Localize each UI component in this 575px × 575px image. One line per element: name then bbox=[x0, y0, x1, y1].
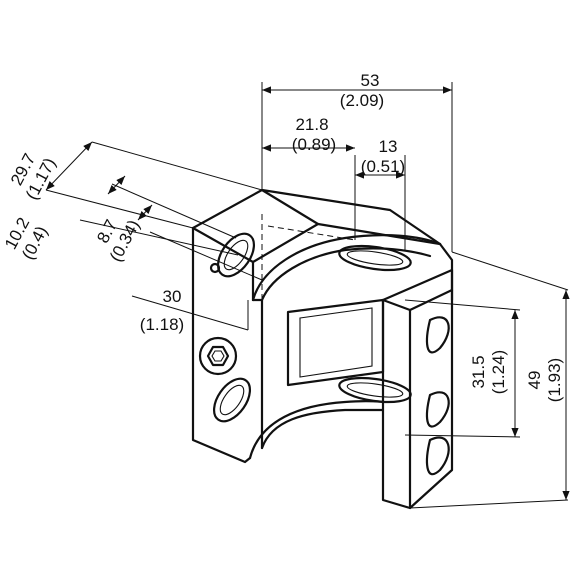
dimension-lines bbox=[45, 82, 570, 509]
dim-width-slot-mm: 21.8 bbox=[295, 115, 328, 134]
dim-height-slots-mm: 31.5 bbox=[469, 355, 488, 388]
dim-depth-offset: 10.2 (0.4) bbox=[1, 214, 51, 262]
dim-height-slots: 31.5 (1.24) bbox=[469, 350, 508, 394]
dim-height-slots-in: (1.24) bbox=[489, 350, 508, 394]
dim-slot-length-mm: 13 bbox=[379, 137, 398, 156]
dim-depth-slot: 8.7 (0.34) bbox=[93, 217, 143, 265]
dim-slot-length-in: (0.51) bbox=[361, 157, 405, 176]
dim-width-total-in: (2.09) bbox=[340, 91, 384, 110]
dim-height-total: 49 (1.93) bbox=[525, 358, 564, 402]
hex-screw-icon bbox=[198, 336, 238, 376]
dim-width-slot: 21.8 (0.89) bbox=[292, 115, 336, 154]
clamp-bracket-part bbox=[191, 188, 454, 510]
dim-side-offset: 30 (1.18) bbox=[140, 287, 184, 334]
dim-width-total: 53 (2.09) bbox=[340, 71, 384, 110]
dim-width-slot-in: (0.89) bbox=[292, 135, 336, 154]
dim-side-offset-mm: 30 bbox=[163, 287, 182, 306]
dim-side-offset-in: (1.18) bbox=[140, 315, 184, 334]
dim-slot-length: 13 (0.51) bbox=[361, 137, 405, 176]
dim-height-total-in: (1.93) bbox=[545, 358, 564, 402]
dim-depth-total: 29.7 (1.17) bbox=[7, 150, 60, 203]
dim-height-total-mm: 49 bbox=[525, 371, 544, 390]
dim-width-total-mm: 53 bbox=[361, 71, 380, 90]
